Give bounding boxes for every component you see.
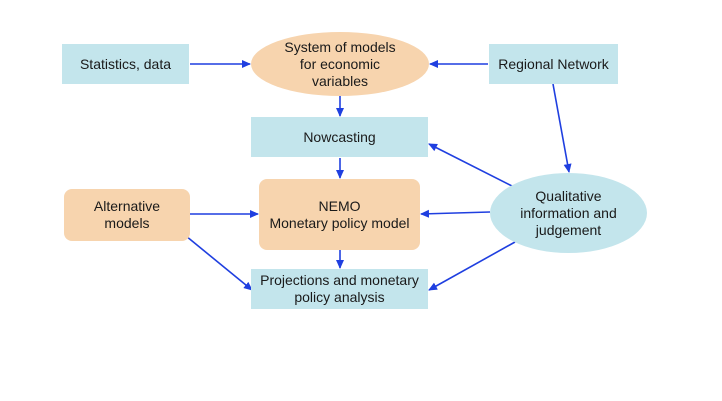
regional-network-box: Regional Network xyxy=(489,44,618,84)
statistics-data-box: Statistics, data xyxy=(62,44,189,84)
nowcasting-box: Nowcasting xyxy=(251,117,428,157)
arrow-qualitative-to-nowcasting xyxy=(428,143,513,187)
qualitative-information-ellipse: Qualitative information and judgement xyxy=(490,173,647,253)
nemo-box: NEMO Monetary policy model xyxy=(259,179,420,250)
arrow-qualitative-to-projections xyxy=(428,241,516,291)
alternative-models-box: Alternative models xyxy=(64,189,190,241)
system-of-models-ellipse: System of models for economic variables xyxy=(251,32,429,96)
arrow-alternative-to-projections xyxy=(185,235,253,291)
arrow-regional-to-qualitative xyxy=(552,83,572,173)
projections-box: Projections and monetary policy analysis xyxy=(251,269,428,309)
arrow-qualitative-to-nemo xyxy=(420,209,491,218)
